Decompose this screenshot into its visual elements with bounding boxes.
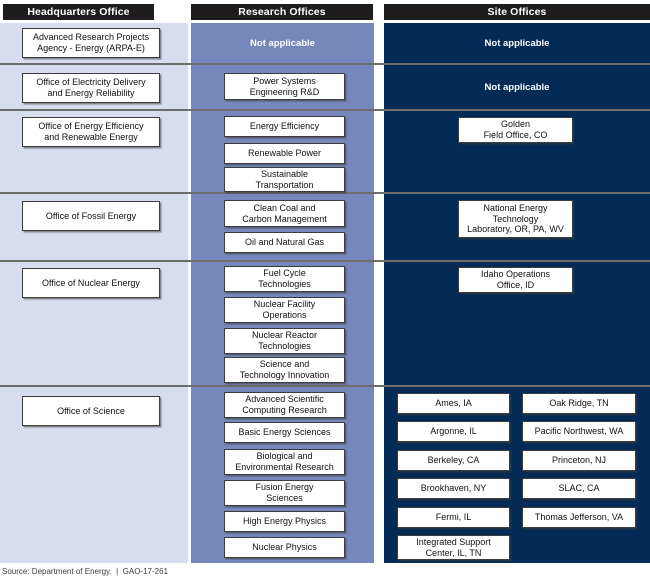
column-header-research: Research Offices: [191, 4, 373, 20]
row-divider: [0, 63, 650, 65]
research-office-box-renewable-power: Renewable Power: [224, 143, 345, 164]
site-office-box-netl: National Energy Technology Laboratory, O…: [458, 200, 573, 238]
site-office-box-ames: Ames, IA: [397, 393, 510, 414]
site-office-box-integrated-support: Integrated Support Center, IL, TN: [397, 535, 510, 560]
research-office-box-energy-efficiency: Energy Efficiency: [224, 116, 345, 137]
research-office-box-ber: Biological and Environmental Research: [224, 449, 345, 475]
sites-column-panel: [384, 23, 650, 563]
hq-office-box-fossil: Office of Fossil Energy: [22, 201, 160, 231]
site-office-box-slac: SLAC, CA: [522, 478, 636, 499]
research-office-box-fuel-cycle: Fuel Cycle Technologies: [224, 266, 345, 292]
row-divider: [0, 385, 650, 387]
research-office-box-bes: Basic Energy Sciences: [224, 422, 345, 443]
sites-not-applicable-label: Not applicable: [484, 38, 550, 49]
research-office-box-nuclear-reactor: Nuclear Reactor Technologies: [224, 328, 345, 354]
hq-office-box-science: Office of Science: [22, 396, 160, 426]
site-office-box-brookhaven: Brookhaven, NY: [397, 478, 510, 499]
research-office-box-hep: High Energy Physics: [224, 511, 345, 532]
hq-office-box-eere: Office of Energy Efficiency and Renewabl…: [22, 117, 160, 147]
row-divider: [0, 109, 650, 111]
row-divider: [0, 260, 650, 262]
row-divider: [0, 192, 650, 194]
hq-office-box-arpa-e: Advanced Research Projects Agency - Ener…: [22, 28, 160, 58]
research-office-box-oil-gas: Oil and Natural Gas: [224, 232, 345, 253]
site-office-box-oak-ridge: Oak Ridge, TN: [522, 393, 636, 414]
hq-office-box-nuclear: Office of Nuclear Energy: [22, 268, 160, 298]
research-office-box-clean-coal: Clean Coal and Carbon Management: [224, 200, 345, 227]
research-office-box-sustainable-transportation: Sustainable Transportation: [224, 167, 345, 192]
sites-not-applicable-label: Not applicable: [484, 81, 550, 93]
site-office-box-thomas-jefferson: Thomas Jefferson, VA: [522, 507, 636, 528]
site-office-box-argonne: Argonne, IL: [397, 421, 510, 442]
column-header-sites: Site Offices: [384, 4, 650, 20]
research-office-box-fes: Fusion Energy Sciences: [224, 480, 345, 506]
site-office-box-fermi: Fermi, IL: [397, 507, 510, 528]
column-header-headquarters: Headquarters Office: [3, 4, 154, 20]
research-office-box-ascr: Advanced Scientific Computing Research: [224, 392, 345, 418]
research-office-box-nuclear-facility: Nuclear Facility Operations: [224, 297, 345, 323]
site-office-box-princeton: Princeton, NJ: [522, 450, 636, 471]
research-not-applicable-label: Not applicable: [250, 38, 315, 49]
site-office-box-golden: Golden Field Office, CO: [458, 117, 573, 143]
site-office-box-berkeley: Berkeley, CA: [397, 450, 510, 471]
site-office-box-idaho: Idaho Operations Office, ID: [458, 267, 573, 293]
research-office-box-np: Nuclear Physics: [224, 537, 345, 558]
source-note: Source: Department of Energy. | GAO-17-2…: [2, 567, 169, 576]
site-office-box-pacific-northwest: Pacific Northwest, WA: [522, 421, 636, 442]
research-office-box-science-innovation: Science and Technology Innovation: [224, 357, 345, 383]
research-office-box-power-systems: Power Systems Engineering R&D: [224, 73, 345, 100]
hq-office-box-electricity: Office of Electricity Delivery and Energ…: [22, 73, 160, 103]
